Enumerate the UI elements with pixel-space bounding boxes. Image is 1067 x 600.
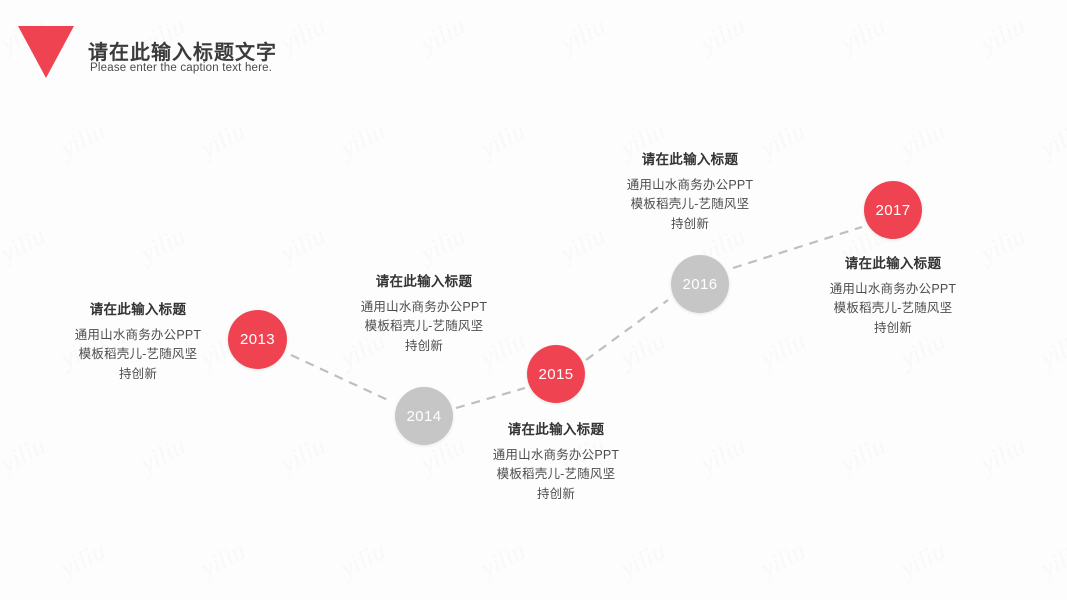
timeline-node-2015[interactable]: 2015	[527, 345, 585, 403]
milestone-text-2015: 请在此输入标题 通用山水商务办公PPT 模板稻壳儿-艺随风坚 持创新	[456, 420, 656, 504]
milestone-line-2014-3: 持创新	[404, 338, 444, 353]
milestone-line-2017-3: 持创新	[873, 320, 913, 335]
milestone-title-2017: 请在此输入标题	[844, 256, 942, 271]
timeline-node-2017[interactable]: 2017	[864, 181, 922, 239]
inverted-triangle-icon	[18, 26, 74, 78]
milestone-line-2017-2: 模板稻壳儿-艺随风坚	[833, 301, 953, 316]
connector-2015-2016	[585, 299, 669, 361]
timeline-node-year-2014: 2014	[406, 407, 442, 425]
milestone-line-2013-3: 持创新	[118, 366, 158, 381]
timeline-node-year-2013: 2013	[240, 331, 275, 348]
timeline-node-year-2016: 2016	[682, 275, 718, 293]
milestone-text-2016: 请在此输入标题 通用山水商务办公PPT 模板稻壳儿-艺随风坚 持创新	[590, 150, 790, 234]
milestone-line-2014-1: 通用山水商务办公PPT	[360, 299, 488, 314]
page-title: 请在此输入标题文字	[88, 42, 277, 64]
milestone-line-2015-2: 模板稻壳儿-艺随风坚	[496, 467, 616, 482]
milestone-line-2016-2: 模板稻壳儿-艺随风坚	[630, 197, 750, 212]
milestone-title-2013: 请在此输入标题	[89, 302, 187, 317]
milestone-line-2013-2: 模板稻壳儿-艺随风坚	[78, 347, 198, 362]
connector-2013-2014	[290, 354, 393, 403]
page-subtitle: Please enter the caption text here.	[90, 62, 273, 74]
slide-header: 请在此输入标题文字 Please enter the caption text …	[0, 0, 1067, 110]
milestone-text-2013: 请在此输入标题 通用山水商务办公PPT 模板稻壳儿-艺随风坚 持创新	[38, 300, 238, 384]
milestone-text-2014: 请在此输入标题 通用山水商务办公PPT 模板稻壳儿-艺随风坚 持创新	[324, 272, 524, 356]
milestone-line-2017-1: 通用山水商务办公PPT	[829, 281, 957, 296]
timeline-node-year-2017: 2017	[875, 201, 911, 219]
timeline-node-2016[interactable]: 2016	[671, 255, 729, 313]
milestone-line-2013-1: 通用山水商务办公PPT	[74, 327, 202, 342]
milestone-line-2014-2: 模板稻壳儿-艺随风坚	[364, 319, 484, 334]
timeline-node-year-2015: 2015	[538, 365, 574, 383]
timeline-node-2014[interactable]: 2014	[395, 387, 453, 445]
milestone-title-2014: 请在此输入标题	[375, 274, 473, 289]
milestone-line-2016-3: 持创新	[670, 216, 710, 231]
milestone-text-2017: 请在此输入标题 通用山水商务办公PPT 模板稻壳儿-艺随风坚 持创新	[793, 254, 993, 338]
milestone-line-2015-1: 通用山水商务办公PPT	[492, 447, 620, 462]
timeline-node-2013[interactable]: 2013	[228, 310, 287, 369]
milestone-title-2016: 请在此输入标题	[641, 152, 739, 167]
milestone-title-2015: 请在此输入标题	[507, 422, 605, 437]
milestone-line-2015-3: 持创新	[536, 486, 576, 501]
milestone-line-2016-1: 通用山水商务办公PPT	[626, 177, 754, 192]
connector-2014-2015	[455, 386, 526, 410]
